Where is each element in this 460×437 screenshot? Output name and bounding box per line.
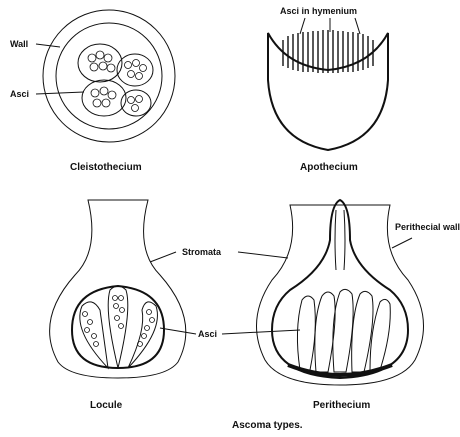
perithecium-ostiole xyxy=(335,210,345,270)
perithecial-wall-label: Perithecial wall xyxy=(395,222,460,232)
stromata-label: Stromata xyxy=(182,247,222,257)
locule-title: Locule xyxy=(90,400,123,411)
locule-panel: Locule xyxy=(50,200,186,411)
cleistothecium-title: Cleistothecium xyxy=(70,162,142,173)
apothecium-panel: Asci in hymenium Apothecium xyxy=(268,6,388,173)
perithecium-title: Perithecium xyxy=(313,400,370,411)
asci-label: Asci xyxy=(198,329,217,339)
asci-in-hymenium-label: Asci in hymenium xyxy=(280,6,357,16)
locule-cavity xyxy=(72,286,164,368)
apothecium-title: Apothecium xyxy=(300,162,358,173)
cleistothecium-asci xyxy=(78,44,153,116)
perithecium-panel: Perithecial wall Perithecium xyxy=(256,200,460,411)
figure-caption: Ascoma types. xyxy=(232,420,303,431)
wall-label: Wall xyxy=(10,39,28,49)
cleistothecium-asci-label: Asci xyxy=(10,89,29,99)
cleistothecium-outer-wall xyxy=(43,10,175,142)
locule-stroma xyxy=(50,200,186,378)
perithecium-asci xyxy=(297,289,390,372)
locule-asci xyxy=(80,286,158,368)
shared-labels: Stromata Asci xyxy=(150,247,300,339)
cleistothecium-panel: Wall Asci Cleistothecium xyxy=(10,10,175,173)
perithecium-base xyxy=(288,365,392,375)
apothecium-hymenium xyxy=(283,30,373,73)
